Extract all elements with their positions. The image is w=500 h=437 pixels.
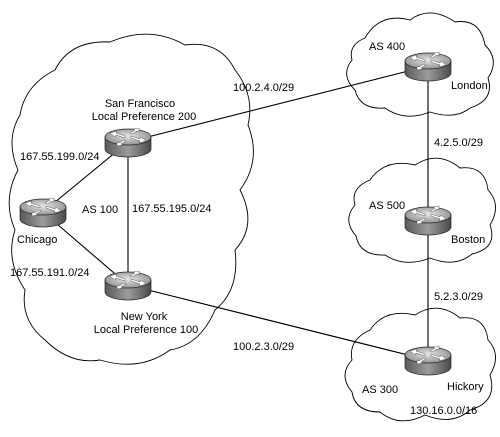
hickory-network-label: 130.16.0.0/16: [410, 405, 477, 417]
as100-label: AS 100: [82, 204, 118, 216]
boston-label: Boston: [451, 234, 485, 246]
new-york-pref-label: Local Preference 100: [94, 324, 199, 336]
new-york-label: New York: [121, 311, 168, 323]
link-sf-newyork-label: 167.55.195.0/24: [132, 203, 212, 215]
link-boston-hickory-label: 5.2.3.0/29: [434, 291, 483, 303]
london-router-icon: [404, 51, 452, 82]
hickory-label: Hickory: [447, 381, 484, 393]
san-francisco-router-icon: [104, 127, 152, 158]
link-chicago-newyork-label: 167.55.191.0/24: [10, 267, 90, 279]
link-london-boston-label: 4.2.5.0/29: [434, 137, 483, 149]
as500-label: AS 500: [369, 200, 405, 212]
san-francisco-label: San Francisco: [105, 98, 175, 110]
boston-router-icon: [404, 205, 452, 236]
chicago-router-icon: [19, 197, 67, 228]
london-label: London: [451, 80, 488, 92]
as400-label: AS 400: [369, 41, 405, 53]
link-sf-london: [127, 65, 429, 143]
link-newyork-hickory-label: 100.2.3.0/29: [233, 341, 294, 353]
as100-cloud: [8, 33, 254, 365]
chicago-label: Chicago: [17, 234, 57, 246]
as300-label: AS 300: [362, 384, 398, 396]
link-sf-chicago-label: 167.55.199.0/24: [20, 151, 100, 163]
link-sf-london-label: 100.2.4.0/29: [233, 82, 294, 94]
link-newyork-hickory: [127, 284, 429, 361]
new-york-router-icon: [104, 270, 152, 301]
san-francisco-pref-label: Local Preference 200: [92, 111, 197, 123]
hickory-router-icon: [404, 345, 452, 376]
